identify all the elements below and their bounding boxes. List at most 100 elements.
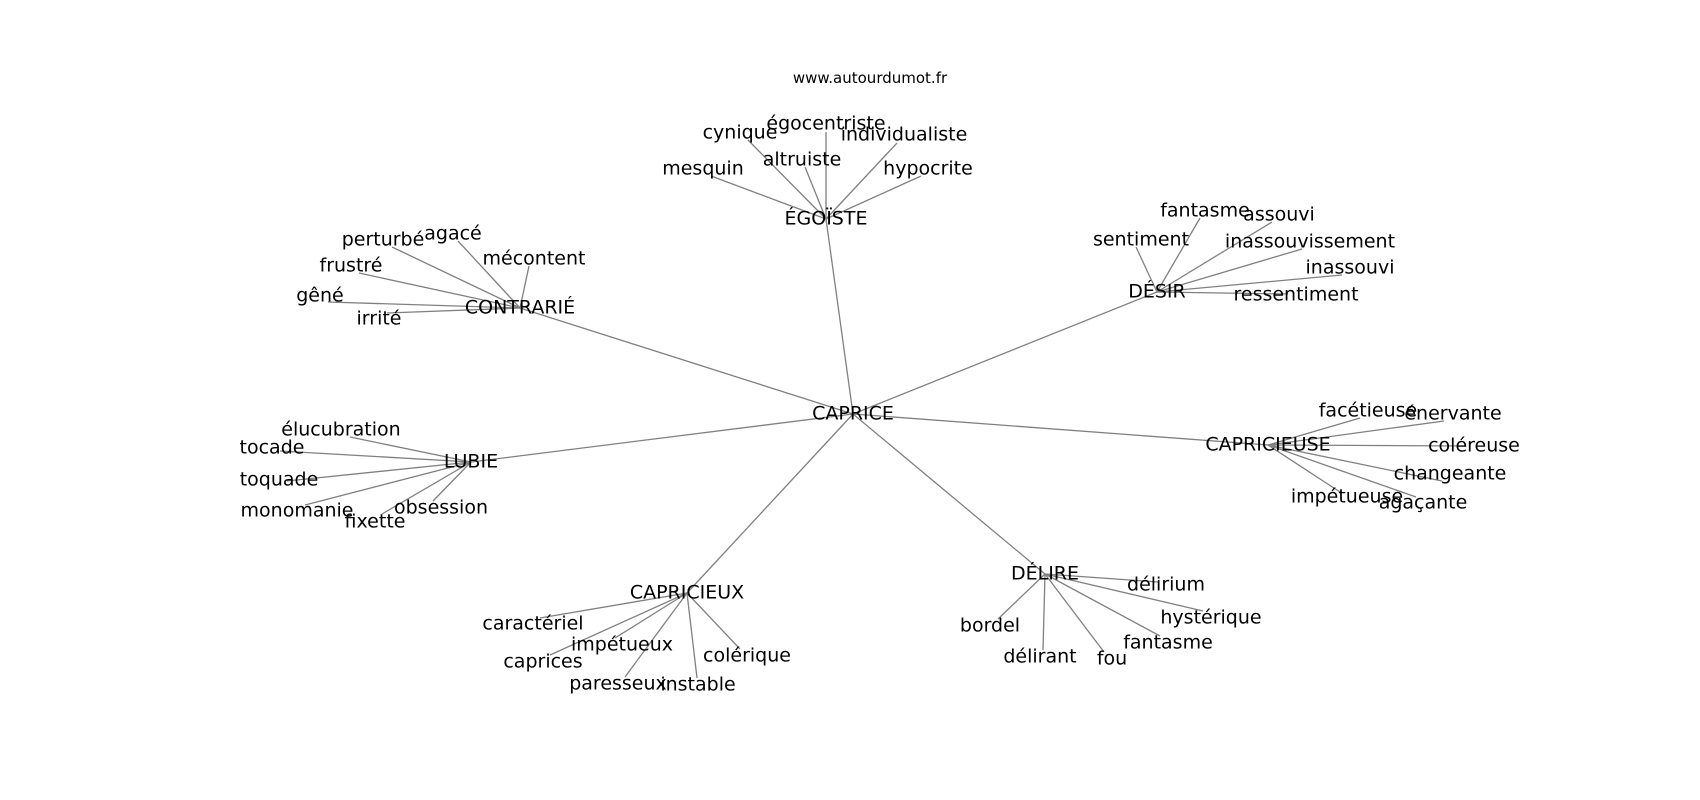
edge-hub-to-word <box>1044 573 1161 637</box>
edge-hub-to-word <box>279 450 472 463</box>
word-node: assouvi <box>1243 204 1315 226</box>
edge-hub-to-word <box>825 142 898 220</box>
edge-hub-to-word <box>349 436 472 463</box>
edge-hub-to-word <box>710 175 827 220</box>
edge-hub-to-word <box>1267 444 1417 498</box>
center-node: CAPRICE <box>812 403 894 425</box>
edge-hub-to-word <box>304 461 472 506</box>
edge-center-to-hub <box>852 413 1046 575</box>
edge-center-to-hub <box>686 413 854 594</box>
edge-hub-to-word <box>549 592 688 656</box>
edge-hub-to-word <box>386 307 521 314</box>
edge-hub-to-word <box>1135 246 1158 293</box>
word-node: toquade <box>240 469 319 491</box>
hub-node: ÉGOÏSTE <box>785 207 868 230</box>
edge-hub-to-word <box>327 301 521 309</box>
word-node: fou <box>1097 648 1127 670</box>
edge-hub-to-word <box>747 139 827 220</box>
word-node: fantasme <box>1160 200 1250 222</box>
edge-hub-to-word <box>1156 248 1303 293</box>
word-node: fantasme <box>1123 632 1213 654</box>
edge-hub-to-word <box>1156 221 1273 293</box>
edge-hub-to-word <box>1042 573 1046 651</box>
source-label: www.autourdumot.fr <box>793 69 948 87</box>
word-node: énervante <box>1404 403 1501 425</box>
word-node: hypocrite <box>883 158 973 180</box>
edge-hub-to-word <box>804 166 827 220</box>
word-node: délirium <box>1127 574 1205 596</box>
hub-node: LUBIE <box>444 451 498 473</box>
edge-hub-to-word <box>519 265 530 309</box>
edge-center-to-hub <box>852 413 1269 446</box>
edge-center-to-hub <box>852 291 1158 415</box>
word-node: égocentriste <box>766 113 885 135</box>
edge-hub-to-word <box>432 461 472 502</box>
edge-hub-to-word <box>614 592 688 639</box>
word-node: hystérique <box>1160 607 1261 629</box>
edge-hub-to-word <box>1044 573 1204 612</box>
edge-hub-to-word <box>1156 291 1289 295</box>
hub-node: CAPRICIEUX <box>630 582 744 604</box>
edge-center-to-hub <box>825 218 854 415</box>
edge-hub-to-word <box>686 592 698 679</box>
word-node: individualiste <box>841 124 968 146</box>
edge-hub-to-word <box>1267 444 1467 447</box>
edge-hub-to-word <box>1267 444 1443 482</box>
hub-node: DÉLIRE <box>1011 562 1079 585</box>
word-node: monomanie <box>241 500 354 522</box>
edge-hub-to-word <box>539 592 688 619</box>
edge-hub-to-word <box>825 175 922 220</box>
word-node: inassouvi <box>1306 257 1395 279</box>
edge-hub-to-word <box>391 246 521 309</box>
word-node: agaçante <box>1379 492 1468 514</box>
edge-hub-to-word <box>1156 217 1201 293</box>
word-node: bordel <box>960 615 1020 637</box>
edge-center-to-hub <box>470 413 854 463</box>
word-node: agacé <box>424 223 481 245</box>
edge-hub-to-word <box>997 573 1046 620</box>
word-node: frustré <box>320 255 383 277</box>
graph-edges <box>279 132 1467 679</box>
word-node: fixette <box>345 511 406 533</box>
hub-node: CONTRARIÉ <box>465 296 575 319</box>
word-node: tocade <box>240 437 305 459</box>
edge-hub-to-word <box>286 461 472 482</box>
word-node: gêné <box>296 285 343 307</box>
word-node: paresseux <box>569 673 667 695</box>
word-node: élucubration <box>281 419 400 441</box>
word-node: coléreuse <box>1428 435 1520 457</box>
word-node: facétieuse <box>1319 400 1418 422</box>
edge-hub-to-word <box>1156 274 1343 293</box>
edge-hub-to-word <box>1044 573 1105 653</box>
hub-node: CAPRICIEUSE <box>1205 434 1330 456</box>
edge-hub-to-word <box>381 461 472 515</box>
word-node: instable <box>660 674 735 696</box>
edge-hub-to-word <box>1267 417 1361 446</box>
word-node: obsession <box>394 497 488 519</box>
word-node: changeante <box>1394 463 1507 485</box>
word-node: sentiment <box>1093 229 1189 251</box>
edge-hub-to-word <box>624 592 688 678</box>
hub-node: DÉSIR <box>1128 280 1186 303</box>
word-node: perturbé <box>342 229 425 251</box>
edge-hub-to-word <box>358 272 521 309</box>
word-node: impétueuse <box>1291 486 1403 508</box>
word-node: mesquin <box>662 158 744 180</box>
edge-center-to-hub <box>519 307 854 415</box>
word-node: irrité <box>357 308 402 330</box>
word-node: cynique <box>703 122 778 144</box>
edge-hub-to-word <box>1044 573 1159 583</box>
word-node: inassouvissement <box>1225 231 1395 253</box>
word-node: impétueux <box>571 634 673 656</box>
edge-hub-to-word <box>457 240 521 309</box>
word-node: altruiste <box>763 149 842 171</box>
word-node: ressentiment <box>1233 284 1358 306</box>
edge-hub-to-word <box>1267 444 1341 493</box>
word-node: caractériel <box>482 613 583 635</box>
word-node: délirant <box>1003 646 1076 668</box>
edge-hub-to-word <box>1267 420 1445 446</box>
word-node: mécontent <box>483 248 586 270</box>
word-node: colérique <box>703 645 791 667</box>
